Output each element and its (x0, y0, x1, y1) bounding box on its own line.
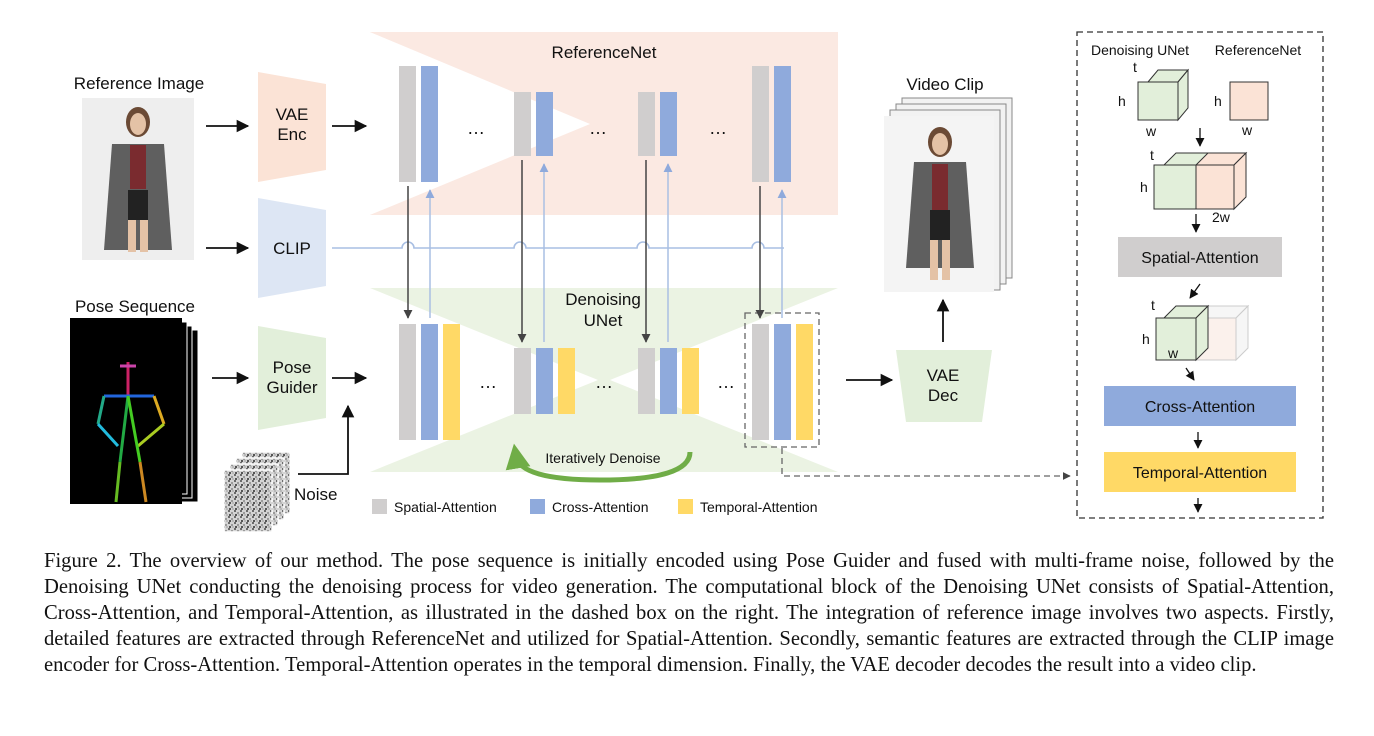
unet-block-highlight (744, 312, 820, 448)
unet-spatial-block-2 (514, 348, 531, 414)
pose-sequence-label: Pose Sequence (75, 297, 195, 316)
denoising-unet-label-2: UNet (584, 311, 623, 330)
pose-guider-label-2: Guider (266, 378, 317, 397)
unet-temporal-block-1 (443, 324, 460, 440)
unet-spatial-block-3 (638, 348, 655, 414)
unet-ellipsis-2: … (595, 372, 613, 392)
vae-enc-label-2: Enc (277, 125, 307, 144)
ref-square-w: w (1241, 122, 1253, 138)
ref-cross-block-2 (536, 92, 553, 156)
pose-guider-block (258, 326, 326, 430)
pose-sequence-images (70, 318, 199, 504)
ref-square-h: h (1214, 93, 1222, 109)
unet-temporal-block-2 (558, 348, 575, 414)
unet-spatial-block-4 (752, 324, 769, 440)
unet-feature-cube (1137, 68, 1190, 122)
detail-arrow-4 (1185, 367, 1195, 381)
ref-spatial-block-3 (638, 92, 655, 156)
video-clip-label: Video Clip (906, 75, 983, 94)
cube2-2w: 2w (1212, 209, 1231, 225)
method-overview-diagram: ReferenceNet Denoising UNet … … … … … … (70, 31, 1324, 533)
detail-referencenet-label: ReferenceNet (1215, 42, 1301, 58)
cube1-w: w (1145, 123, 1157, 139)
cube3-t: t (1151, 297, 1155, 313)
unet-layers (399, 324, 813, 440)
diagram-canvas: ReferenceNet Denoising UNet … … … … … … (70, 31, 1324, 533)
clip-label: CLIP (273, 239, 311, 258)
concat-feature-cube (1153, 151, 1248, 211)
ref-spatial-block-2 (514, 92, 531, 156)
detail-temporal-attention (1104, 452, 1296, 492)
unet-cross-block-1 (421, 324, 438, 440)
ref-ellipsis-2: … (589, 118, 607, 138)
noise-images (223, 451, 291, 533)
video-clip-frames (884, 97, 1013, 292)
unet-cross-block-2 (536, 348, 553, 414)
ref-feature-square (1229, 81, 1269, 121)
detail-spatial-label: Spatial-Attention (1141, 250, 1258, 267)
cube3-h: h (1142, 331, 1150, 347)
referencenet-shape (370, 32, 838, 215)
detail-connector (781, 448, 1071, 480)
cube1-t: t (1133, 59, 1137, 75)
ref-spatial-block-4 (752, 66, 769, 182)
detail-spatial-attention (1118, 237, 1282, 277)
vae-encoder-block (258, 72, 326, 182)
detail-denoising-unet-label: Denoising UNet (1091, 42, 1189, 58)
unet-ellipsis-1: … (479, 372, 497, 392)
ref-spatial-block-1 (399, 66, 416, 182)
unet-ellipsis-3: … (717, 372, 735, 392)
ref-ellipsis-3: … (709, 118, 727, 138)
attention-output-cube (1155, 304, 1250, 362)
legend: Spatial-Attention Cross-Attention Tempor… (372, 499, 818, 515)
cube2-t: t (1150, 147, 1154, 163)
reference-image (82, 98, 194, 260)
arrow-noise-to-unet (298, 404, 355, 475)
ref-cross-block-1 (421, 66, 438, 182)
cube2-h: h (1140, 179, 1148, 195)
reference-image-label: Reference Image (74, 74, 204, 93)
pose-guider-label-1: Pose (273, 358, 312, 377)
denoising-unet-label-1: Denoising (565, 290, 641, 309)
ref-ellipsis-1: … (467, 118, 485, 138)
iterative-denoise-label: Iteratively Denoise (545, 450, 660, 466)
clip-feature-line (332, 241, 784, 249)
legend-spatial-label: Spatial-Attention (394, 499, 497, 515)
denoising-unet-shape (370, 288, 838, 472)
vae-decoder-block (896, 350, 992, 422)
unet-temporal-block-3 (682, 348, 699, 414)
vae-dec-label-1: VAE (927, 366, 960, 385)
figure-caption: Figure 2. The overview of our method. Th… (44, 550, 1334, 676)
ref-cross-block-3 (660, 92, 677, 156)
legend-spatial-swatch (372, 499, 387, 514)
legend-temporal-label: Temporal-Attention (700, 499, 818, 515)
noise-label: Noise (294, 485, 337, 504)
vae-dec-label-2: Dec (928, 386, 959, 405)
unet-temporal-block-4 (796, 324, 813, 440)
ref-cross-block-4 (774, 66, 791, 182)
unet-spatial-block-1 (399, 324, 416, 440)
iterative-denoise-arrow (505, 443, 693, 483)
unet-cross-block-3 (660, 348, 677, 414)
legend-cross-label: Cross-Attention (552, 499, 648, 515)
cube3-w: w (1167, 345, 1179, 361)
legend-cross-swatch (530, 499, 545, 514)
referencenet-layers (399, 66, 791, 182)
vae-enc-label-1: VAE (276, 105, 309, 124)
unet-cross-block-4 (774, 324, 791, 440)
detail-temporal-label: Temporal-Attention (1133, 465, 1267, 482)
referencenet-label: ReferenceNet (552, 43, 657, 62)
cube1-h: h (1118, 93, 1126, 109)
detail-cross-label: Cross-Attention (1145, 399, 1255, 416)
clip-encoder-block (258, 198, 326, 298)
legend-temporal-swatch (678, 499, 693, 514)
detail-arrow-3 (1189, 283, 1201, 299)
detail-panel (1076, 31, 1324, 519)
clip-to-cross-arrows (425, 163, 787, 342)
detail-cross-attention (1104, 386, 1296, 426)
ref-to-unet-arrows (403, 160, 765, 343)
